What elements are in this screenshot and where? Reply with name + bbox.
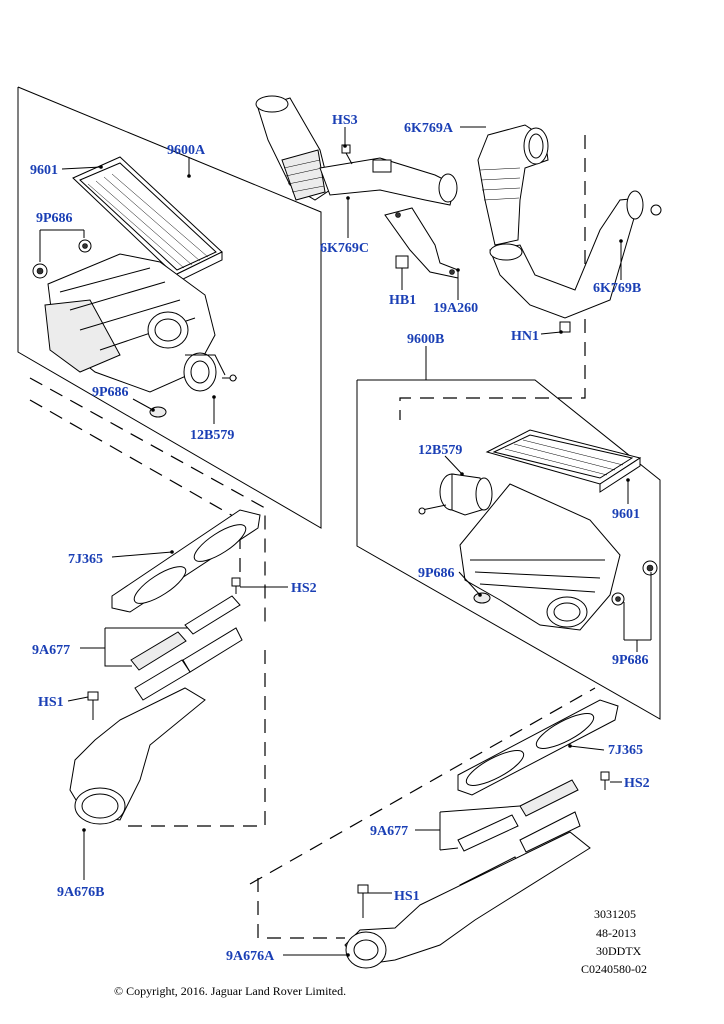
air-intake-duct-6K769C: [255, 95, 458, 206]
air-filter-element-9601-left: [72, 156, 223, 284]
reference-block: 3031205 48-2013 30DDTX C0240580-02: [581, 907, 647, 976]
callout-9600A: 9600A: [167, 143, 206, 158]
callout-HN1: HN1: [511, 329, 539, 344]
reference-code-1: 3031205: [594, 907, 636, 921]
assembly-frame-9600A: [17, 86, 322, 529]
callout-9A676A: 9A676A: [226, 949, 275, 964]
reference-code-3: 30DDTX: [596, 944, 642, 958]
bolt-HS3: [341, 144, 353, 165]
resonator-9A677-left: [130, 595, 243, 701]
callout-9P686-right-left: 9P686: [418, 566, 455, 581]
grommets-9P686-right: [473, 560, 658, 606]
callout-9601-left: 9601: [30, 163, 58, 178]
callout-HB1: HB1: [389, 293, 416, 308]
callout-7J365-right: 7J365: [608, 743, 643, 758]
air-intake-tube-9A676A: [344, 831, 591, 969]
bolt-HS2-right: [600, 771, 610, 790]
air-cleaner-housing-right: [459, 483, 621, 631]
assembly-frame-9600B: [356, 379, 661, 720]
copyright-notice: © Copyright, 2016. Jaguar Land Rover Lim…: [114, 984, 346, 998]
mass-airflow-sensor-12B579-right: [418, 473, 493, 516]
bolt-HB1: [395, 255, 409, 282]
air-intake-duct-6K769A: [477, 124, 549, 246]
leader-lines: [39, 126, 652, 957]
callout-9P686-left-bottom: 9P686: [92, 385, 129, 400]
callout-HS2-left: HS2: [291, 581, 317, 596]
grommets-9P686-left: [32, 239, 167, 418]
callout-6K769C: 6K769C: [320, 241, 369, 256]
callout-9601-right: 9601: [612, 507, 640, 522]
air-cleaner-housing-left: [44, 253, 237, 393]
callout-9P686-right-bottom: 9P686: [612, 653, 649, 668]
callout-HS3: HS3: [332, 113, 358, 128]
callout-HS1-right: HS1: [394, 889, 420, 904]
bolt-HS2-left: [231, 577, 241, 594]
callout-12B579-left: 12B579: [190, 428, 234, 443]
bracket-19A260: [384, 207, 459, 279]
callout-HS2-right: HS2: [624, 776, 650, 791]
callout-HS1-left: HS1: [38, 695, 64, 710]
seal-7J365-left: [111, 509, 261, 613]
callout-9A676B: 9A676B: [57, 885, 104, 900]
air-intake-duct-6K769B: [489, 190, 662, 319]
seal-7J365-right: [457, 699, 619, 796]
callout-7J365-left: 7J365: [68, 552, 103, 567]
callout-9600B: 9600B: [407, 332, 444, 347]
reference-code-4: C0240580-02: [581, 962, 647, 976]
callout-12B579-right: 12B579: [418, 443, 462, 458]
callout-9A677-left: 9A677: [32, 643, 70, 658]
callout-6K769B: 6K769B: [593, 281, 641, 296]
callout-6K769A: 6K769A: [404, 121, 454, 136]
nut-HN1: [559, 321, 571, 333]
air-intake-tube-9A676B: [69, 687, 206, 825]
callout-9A677-right: 9A677: [370, 824, 408, 839]
bolt-HS1-left: [87, 691, 99, 720]
reference-code-2: 48-2013: [596, 926, 636, 940]
bolt-HS1-right: [357, 884, 369, 918]
air-filter-element-9601-right: [485, 429, 642, 493]
callout-9P686-left-top: 9P686: [36, 211, 73, 226]
callout-19A260: 19A260: [433, 301, 478, 316]
